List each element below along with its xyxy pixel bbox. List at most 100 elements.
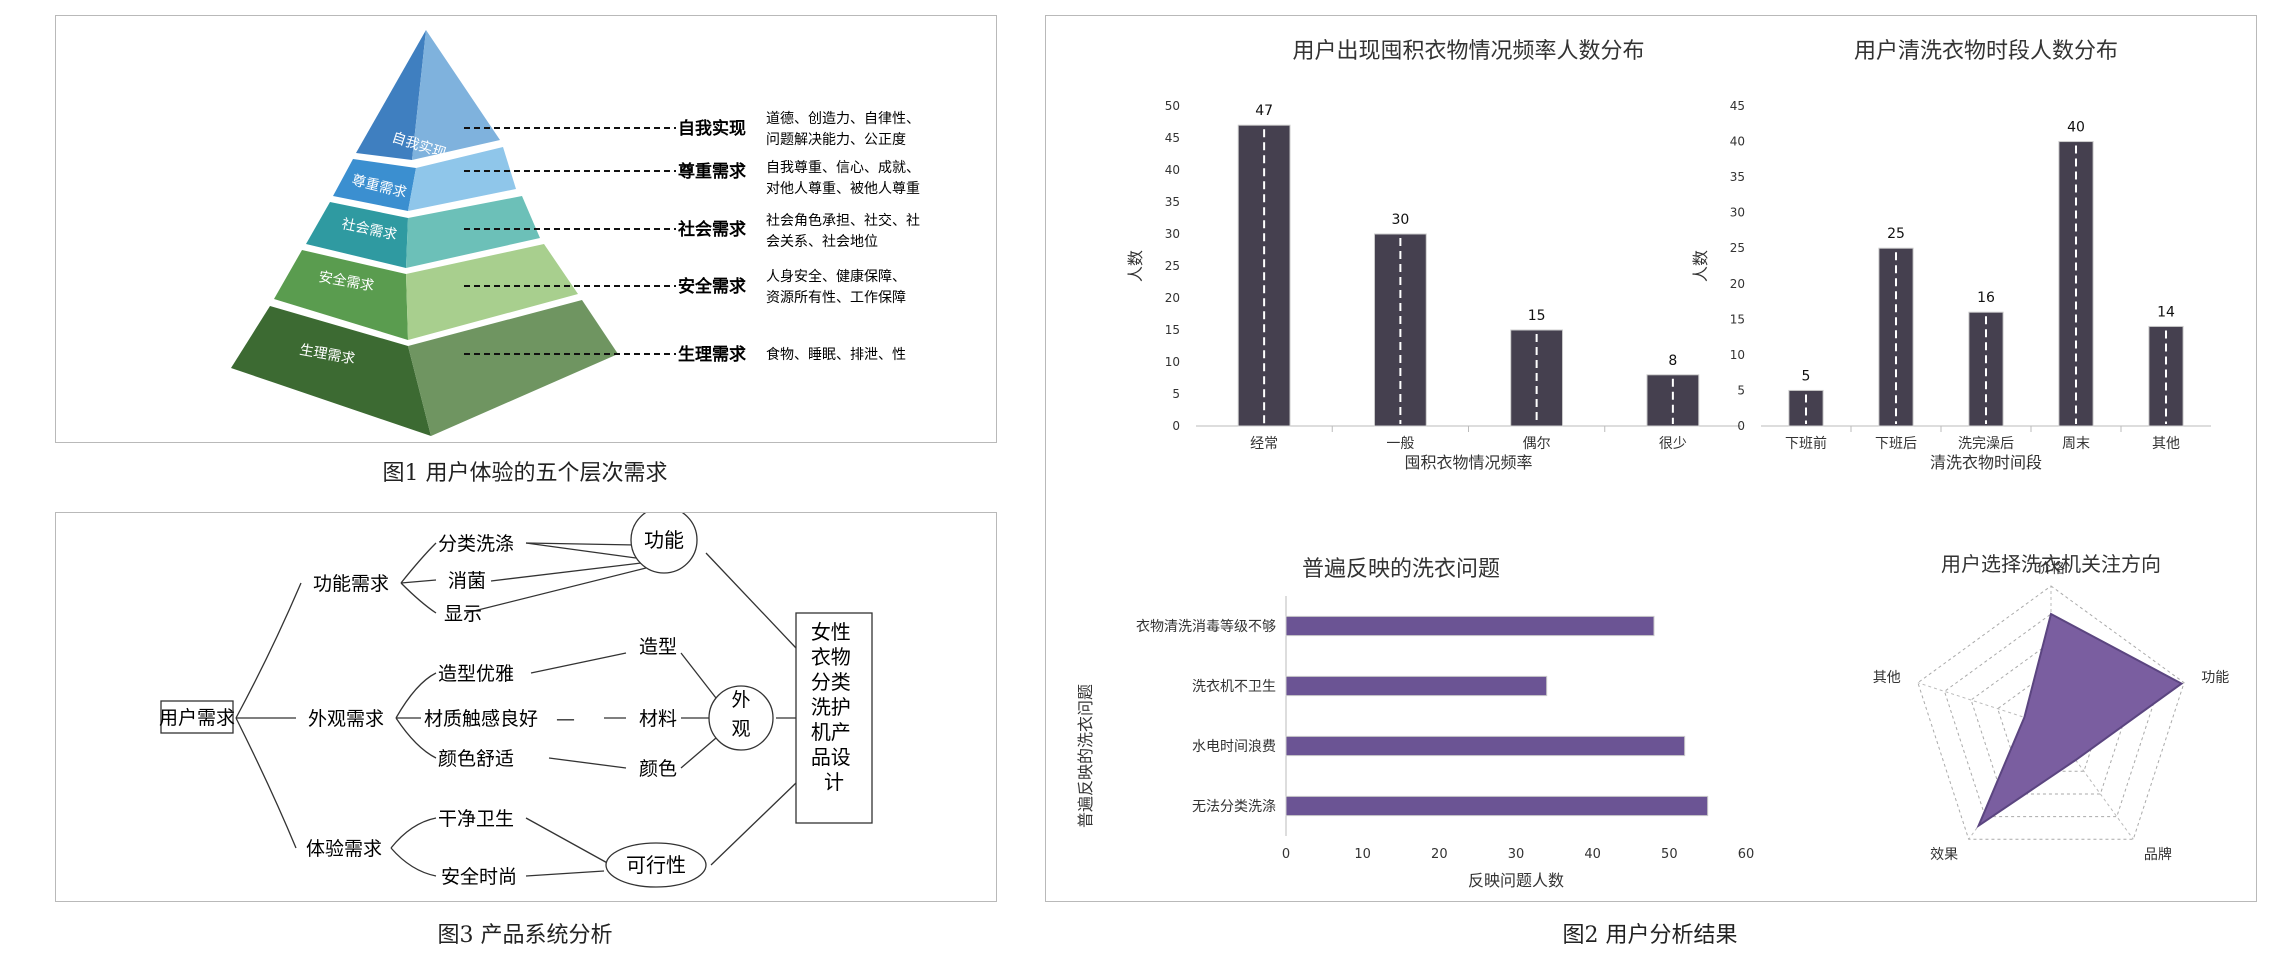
chart2-data-label: 25 <box>1887 226 1905 242</box>
level-desc-2b: 对他人尊重、被他人尊重 <box>766 180 920 197</box>
chart2-ytick: 0 <box>1737 419 1745 433</box>
pyramid-layer-2-left <box>333 159 416 211</box>
chart1-ytick: 50 <box>1165 99 1180 113</box>
chart1-ytick: 25 <box>1165 259 1180 273</box>
chart1-xtick: 偶尔 <box>1523 436 1551 452</box>
chart1-ylabel: 人数 <box>1126 250 1145 282</box>
chart3-ylabel: 普遍反映的洗衣问题 <box>1076 684 1095 828</box>
chart2-xtick: 下班后 <box>1875 436 1917 452</box>
chart2-data-label: 16 <box>1977 290 1995 306</box>
item-sort-wash: 分类洗涤 <box>438 533 514 555</box>
circle-function: 功能 <box>644 528 684 552</box>
chart3-ytick: 洗衣机不卫生 <box>1192 679 1276 695</box>
chart4-axis-label: 功能 <box>2201 670 2229 686</box>
level-desc-2a: 自我尊重、信心、成就、 <box>766 159 920 176</box>
chart2-data-label: 40 <box>2067 120 2085 136</box>
chart2-data-label: 14 <box>2157 304 2175 320</box>
chart3-bar <box>1285 735 1686 757</box>
chart2-ytick: 5 <box>1737 383 1745 397</box>
level-desc-3b: 会关系、社会地位 <box>766 234 878 250</box>
chart1-xtick: 一般 <box>1386 436 1414 452</box>
level-name-4: 安全需求 <box>678 276 746 297</box>
chart2-xlabel: 清洗衣物时间段 <box>1930 453 2042 472</box>
chart3-xtick: 60 <box>1738 847 1755 862</box>
chart4-grid-ring <box>1917 585 2185 840</box>
chart2-ytick: 35 <box>1730 170 1745 184</box>
level-name-5: 生理需求 <box>678 344 746 365</box>
pyramid-layer-1-left <box>356 30 426 160</box>
level-desc-3a: 社会角色承担、社交、社 <box>766 212 920 229</box>
level-name-3: 社会需求 <box>677 219 746 240</box>
chart1-xtick: 经常 <box>1250 436 1278 452</box>
chart3-xtick: 30 <box>1508 847 1525 862</box>
chart3-xtick: 10 <box>1354 847 1371 862</box>
chart1-ytick: 20 <box>1165 291 1180 305</box>
chart2-ytick: 30 <box>1730 206 1745 220</box>
chart3-xlabel: 反映问题人数 <box>1468 871 1564 890</box>
chart1-ytick: 45 <box>1165 131 1180 145</box>
pyramid-layer-5-left <box>231 306 431 436</box>
chart4-grid-ring <box>1970 641 2132 795</box>
root-node: 用户需求 <box>159 707 235 729</box>
chart1-ytick: 35 <box>1165 195 1180 209</box>
level-desc-4b: 资源所有性、工作保障 <box>766 290 906 306</box>
chart3-ytick: 衣物清洗消毒等级不够 <box>1136 618 1276 635</box>
chart1-xtick: 很少 <box>1659 436 1687 452</box>
pyramid-layer-4-left <box>274 250 408 340</box>
chart2-ytick: 10 <box>1730 348 1745 362</box>
fig2-caption: 图2 用户分析结果 <box>1562 923 1738 948</box>
chart4-axis-label: 效果 <box>1930 847 1958 863</box>
item-safe-fashion: 安全时尚 <box>441 866 517 888</box>
chart3-xtick: 40 <box>1584 847 1601 862</box>
group-function: 功能需求 <box>313 573 389 595</box>
chart4-title: 用户选择洗衣机关注方向 <box>1941 552 2161 576</box>
chart1-data-label: 47 <box>1255 103 1273 119</box>
level-desc-4a: 人身安全、健康保障、 <box>766 268 906 285</box>
group-appearance: 外观需求 <box>308 708 384 730</box>
pyramid-layer-3-right <box>406 196 540 268</box>
target-box-text: 女性 衣物 分类 洗护 机产 品设 计 <box>811 620 857 794</box>
chart1-data-label: 30 <box>1391 212 1409 228</box>
chart2-data-label: 5 <box>1802 368 1811 384</box>
level-name-2: 尊重需求 <box>678 161 746 182</box>
chart2-ytick: 20 <box>1730 277 1745 291</box>
circle-feasibility: 可行性 <box>626 853 686 877</box>
pyramid-layer-5-right <box>408 300 618 436</box>
chart3-xtick: 0 <box>1282 847 1290 862</box>
group-experience: 体验需求 <box>306 838 382 860</box>
chart1-ytick: 0 <box>1172 419 1180 433</box>
chart4-axis-label: 价格 <box>2037 561 2065 577</box>
chart3-bar <box>1285 795 1709 817</box>
chart2-ylabel: 人数 <box>1691 250 1710 282</box>
chart3-xtick: 20 <box>1431 847 1448 862</box>
fig1-caption: 图1 用户体验的五个层次需求 <box>382 461 668 486</box>
level-desc-5: 食物、睡眠、排泄、性 <box>766 346 906 363</box>
chart3-ytick: 水电时间浪费 <box>1192 739 1276 755</box>
chart2-ytick: 15 <box>1730 312 1745 326</box>
chart1-ytick: 40 <box>1165 163 1180 177</box>
pyramid-layer-2-right <box>408 147 516 211</box>
chart3-bar <box>1285 615 1655 637</box>
item-clean: 干净卫生 <box>438 808 514 830</box>
pyramid-diagram: 自我实现 尊重需求 社会需求 安全需求 生理需求 自我实现 尊重需求 社会需求 … <box>231 30 920 436</box>
chart2-ytick: 25 <box>1730 241 1745 255</box>
chart4-spoke <box>2050 725 2134 840</box>
circle-appearance-1: 外 <box>731 689 750 711</box>
item-good-texture: 材质触感良好 <box>424 708 538 730</box>
chart2-xtick: 其他 <box>2152 436 2180 452</box>
chart1-title: 用户出现囤积衣物情况频率人数分布 <box>1292 39 1644 64</box>
chart3-title: 普遍反映的洗衣问题 <box>1302 557 1500 582</box>
chart1-ytick: 10 <box>1165 355 1180 369</box>
svg-text:—: — <box>556 708 575 730</box>
chart2-title: 用户清洗衣物时段人数分布 <box>1854 39 2118 64</box>
chart2-ytick: 40 <box>1730 135 1745 149</box>
fig1-panel: 自我实现 尊重需求 社会需求 安全需求 生理需求 自我实现 尊重需求 社会需求 … <box>55 15 997 443</box>
chart1-ytick: 15 <box>1165 323 1180 337</box>
system-analysis-diagram: 用户需求 功能需求 外观需求 体验需求 分类洗涤 消菌 显示 造型优雅 材质触感… <box>159 506 873 888</box>
item-display: 显示 <box>444 603 482 625</box>
item-sterilize: 消菌 <box>448 570 486 592</box>
chart2-ytick: 45 <box>1730 99 1745 113</box>
chart1-ytick: 30 <box>1165 227 1180 241</box>
chart4-area <box>1976 612 2184 829</box>
